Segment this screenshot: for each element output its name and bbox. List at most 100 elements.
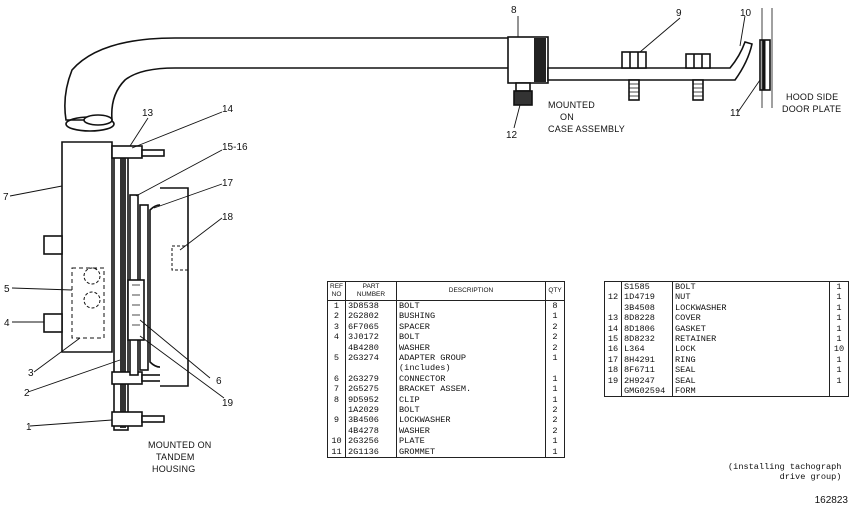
cell-ref — [604, 281, 622, 293]
cell-ref: 18 — [604, 365, 622, 376]
cell-pn: 2G5275 — [345, 384, 397, 395]
note-mounted-case-3: CASE ASSEMBLY — [548, 124, 625, 134]
cell-desc: SEAL — [672, 365, 830, 376]
table-row: (includes) — [327, 363, 565, 374]
cell-desc: BOLT — [672, 281, 830, 293]
cell-pn: 8D8232 — [621, 334, 673, 345]
callout-2: 2 — [24, 388, 30, 399]
callout-17: 17 — [222, 178, 234, 189]
cell-pn: 2G3279 — [345, 373, 397, 385]
cell-ref: 13 — [604, 313, 622, 324]
plate — [547, 41, 753, 81]
cell-qty: 2 — [545, 342, 565, 354]
cell-desc: BUSHING — [396, 311, 546, 322]
form-note-line-1: (installing tachograph — [728, 462, 842, 472]
cell-desc: RETAINER — [672, 334, 830, 345]
figure-number: 162823 — [814, 495, 848, 506]
header-qty: QTY — [545, 281, 565, 301]
cell-pn: 3B4506 — [345, 415, 397, 426]
callout-19: 19 — [222, 398, 234, 409]
cell-desc: PLATE — [396, 436, 546, 447]
cell-qty: 1 — [829, 323, 849, 335]
form-note: (installing tachograph drive group) — [728, 462, 841, 483]
plate-bolt-right — [685, 53, 711, 101]
callout-11: 11 — [730, 108, 741, 119]
cell-ref: 7 — [327, 384, 346, 395]
cell-qty: 1 — [829, 334, 849, 345]
cell-ref: 6 — [327, 373, 346, 385]
cell-ref: 9 — [327, 415, 346, 426]
cell-ref — [327, 405, 346, 416]
cell-ref: 8 — [327, 394, 346, 406]
callout-15-16: 15-16 — [222, 142, 248, 153]
cell-ref: 5 — [327, 353, 346, 364]
cell-ref: 2 — [327, 311, 346, 322]
cell-pn: 1A2029 — [345, 405, 397, 416]
cell-ref: 17 — [604, 354, 622, 366]
cell-qty: 1 — [829, 354, 849, 366]
connector — [127, 279, 145, 341]
parts-table-header: REF NO PART NUMBER DESCRIPTION QTY — [327, 281, 565, 301]
cell-ref: 4 — [327, 332, 346, 343]
cell-desc: LOCKWASHER — [672, 302, 830, 314]
cell-ref — [327, 363, 346, 374]
cell-ref: 14 — [604, 323, 622, 335]
cell-pn: 3B4508 — [621, 302, 673, 314]
cell-qty: 2 — [545, 415, 565, 426]
note-mounted-tandem-3: HOUSING — [152, 464, 195, 474]
callout-14: 14 — [222, 104, 234, 115]
cell-desc: BOLT — [396, 332, 546, 343]
cell-desc: LOCK — [672, 344, 830, 355]
cell-desc: RING — [672, 354, 830, 366]
cell-pn: 2H9247 — [621, 375, 673, 387]
callout-12: 12 — [506, 130, 518, 141]
cell-qty: 1 — [829, 375, 849, 387]
cell-pn: 6F7065 — [345, 321, 397, 333]
cell-pn: S1585 — [621, 281, 673, 293]
cell-desc: GASKET — [672, 323, 830, 335]
cell-pn: 2G3256 — [345, 436, 397, 447]
cell-qty: 1 — [545, 353, 565, 364]
cell-ref: 15 — [604, 334, 622, 345]
bracket-assembly — [61, 141, 113, 353]
cell-desc: BRACKET ASSEM. — [396, 384, 546, 395]
cell-desc: COVER — [672, 313, 830, 324]
cell-desc: BOLT — [396, 405, 546, 416]
cell-pn: 4B4278 — [345, 425, 397, 437]
header-part: PART NUMBER — [345, 281, 397, 301]
cell-qty: 2 — [545, 405, 565, 416]
adapter-group-dashed — [71, 267, 105, 339]
cell-ref: 10 — [327, 436, 346, 447]
cell-desc: BOLT — [396, 300, 546, 312]
cell-desc: NUT — [672, 292, 830, 303]
cell-ref: 19 — [604, 375, 622, 387]
cell-ref: 16 — [604, 344, 622, 355]
cell-pn — [345, 363, 397, 374]
cell-ref: 1 — [327, 300, 346, 312]
cell-ref — [604, 302, 622, 314]
cell-qty: 1 — [829, 281, 849, 293]
cell-pn: 2G3274 — [345, 353, 397, 364]
callout-7: 7 — [3, 192, 9, 203]
form-note-line-2: drive group) — [779, 472, 842, 483]
plate-bolt-left — [621, 51, 647, 101]
cell-desc: CLIP — [396, 394, 546, 406]
cell-ref: 12 — [604, 292, 622, 303]
cell-qty — [829, 386, 849, 397]
bracket-tube — [64, 37, 518, 121]
cell-pn: L364 — [621, 344, 673, 355]
cell-pn: 3D8538 — [345, 300, 397, 312]
